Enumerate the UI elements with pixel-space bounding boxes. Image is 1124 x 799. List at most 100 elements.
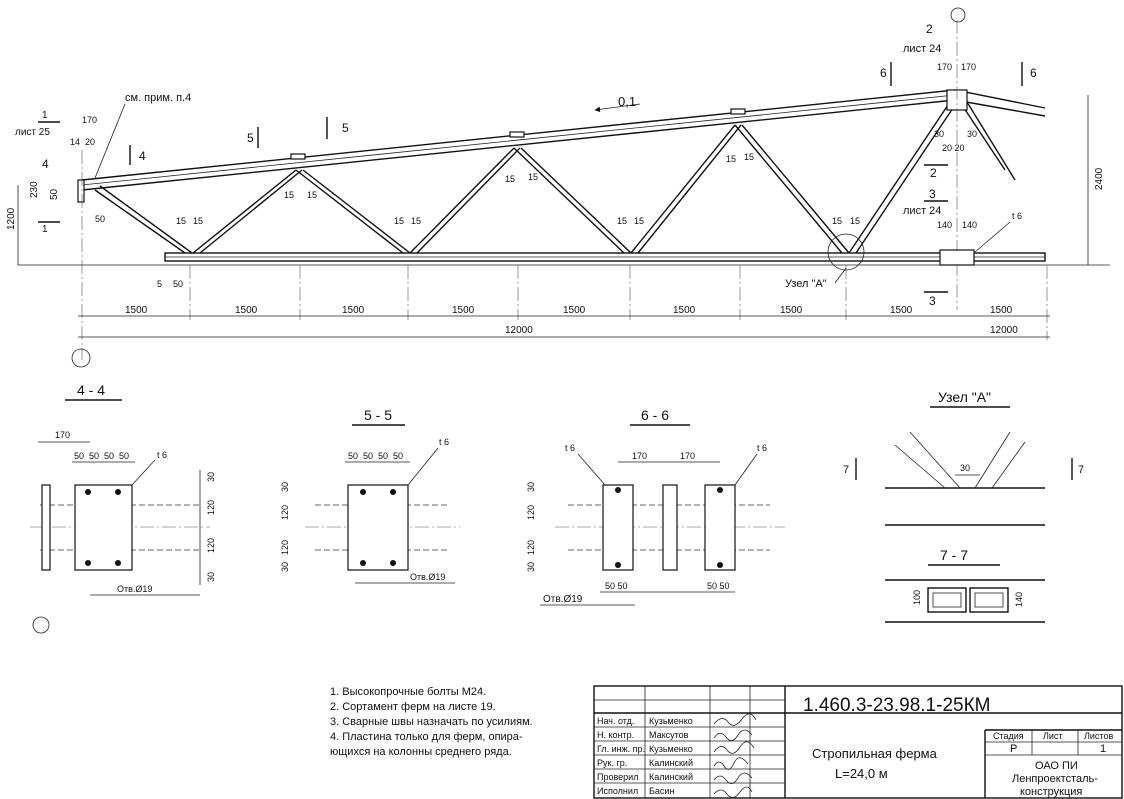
ridge-cut-num: 2: [926, 22, 933, 36]
node-a-cut-left: 7: [843, 464, 849, 476]
node-a-title: Узел "А": [938, 389, 991, 405]
ridge-dim-170-right: 170: [961, 62, 976, 72]
s44-side-120-b: 120: [206, 538, 216, 553]
s55-dim-50-b: 50: [363, 451, 373, 461]
role-1: Нач. отд.: [597, 716, 634, 726]
s55-plate: t 6: [439, 437, 449, 447]
weld-15-i: 15: [617, 216, 627, 226]
role-5: Проверил: [597, 772, 638, 782]
sec4-mark-left: 4: [42, 157, 49, 171]
panel-dim-5: 1500: [563, 305, 586, 316]
weld-15-g: 15: [505, 174, 515, 184]
drawing-span: L=24,0 м: [835, 766, 888, 781]
val-stage: Р: [1010, 743, 1017, 755]
height-right: 2400: [1094, 167, 1105, 190]
drawing-code: 1.460.3-23.98.1-25КМ: [803, 695, 990, 716]
note-4: 4. Пластина только для ферм, опира-: [330, 731, 523, 743]
name-1: Кузьменко: [649, 716, 693, 726]
role-2: Н. контр.: [597, 730, 634, 740]
ridge-dim-20: 20 20: [942, 143, 965, 153]
weld-15-l: 15: [744, 152, 754, 162]
s77-right: 140: [1014, 592, 1024, 607]
bottom-splice: [939, 249, 975, 266]
s66-plate-right: t 6: [757, 443, 767, 453]
role-4: Рук. гр.: [597, 758, 627, 768]
section-4-4-title: 4 - 4: [77, 382, 105, 398]
title-block: 1.460.3-23.98.1-25КМ Стропильная ферма L…: [593, 685, 1123, 799]
panel-dim-9: 1500: [990, 305, 1013, 316]
note-3: 3. Сварные швы назначать по усилиям.: [330, 716, 533, 728]
weld-15-f: 15: [411, 216, 421, 226]
name-5: Калинский: [649, 772, 693, 782]
sec5-mark-left: 5: [247, 131, 254, 145]
note-2: 2. Сортамент ферм на листе 19.: [330, 701, 496, 713]
bottom-cut-sheet: лист 24: [903, 205, 941, 217]
s55-side-30-a: 30: [280, 482, 290, 492]
axis-marker-ridge: [950, 7, 966, 23]
axis-marker-bottom: [32, 616, 50, 634]
sec6-mark-right: 6: [1030, 66, 1037, 80]
name-4: Калинский: [649, 758, 693, 768]
s55-dim-50-d: 50: [393, 451, 403, 461]
left-cut-num: 1: [42, 110, 48, 121]
panel-dim-6: 1500: [673, 305, 696, 316]
section-7-7: 7 - 7 100 140: [885, 547, 1045, 623]
node-a-gap: 30: [960, 463, 970, 473]
hdr-stage: Стадия: [993, 731, 1024, 741]
splice-plate: t 6: [1012, 211, 1022, 221]
end-dim-50: 50: [49, 188, 60, 200]
dim-50-end: 50: [95, 214, 105, 224]
s66-side-30-b: 30: [526, 562, 536, 572]
note-1: 1. Высокопрочные болты М24.: [330, 686, 486, 698]
left-cut-num-bottom: 1: [42, 224, 48, 235]
hdr-sheet: Лист: [1043, 731, 1063, 741]
axis-marker-left: [71, 348, 91, 368]
weld-15-d: 15: [307, 190, 317, 200]
weld-15-b: 15: [193, 216, 203, 226]
s44-side-30-b: 30: [206, 572, 216, 582]
s66-side-30-a: 30: [526, 482, 536, 492]
total-dim-left: 12000: [505, 325, 533, 336]
name-2: Максутов: [649, 730, 689, 740]
s44-side-30-a: 30: [206, 472, 216, 482]
slope-label: 0,1: [618, 94, 636, 109]
panel-dim-4: 1500: [452, 305, 475, 316]
weld-15-m: 15: [832, 216, 842, 226]
dim-20: 20: [85, 137, 95, 147]
web-members: [94, 101, 1016, 254]
panel-dim-1: 1500: [125, 305, 148, 316]
s55-side-30-b: 30: [280, 562, 290, 572]
height-end: 230: [29, 181, 40, 198]
weld-15-n: 15: [850, 216, 860, 226]
splice-dim-140-right: 140: [962, 220, 977, 230]
panel-dim-7: 1500: [780, 305, 803, 316]
dim-14: 14: [70, 137, 80, 147]
hdr-sheets: Листов: [1084, 731, 1113, 741]
dim-5: 5: [157, 279, 162, 289]
notes: 1. Высокопрочные болты М24. 2. Сортамент…: [330, 686, 533, 758]
signatures: [713, 713, 757, 798]
ridge-dim-30-left: 30: [934, 129, 944, 139]
ridge-dim-170-left: 170: [937, 62, 952, 72]
height-left: 1200: [6, 207, 17, 230]
ridge-cut-sheet: лист 24: [903, 43, 941, 55]
note-5: ющихся на колонны среднего ряда.: [330, 746, 512, 758]
truss-elevation: 1500 1500 1500 1500 1500 1500 1500 1500 …: [6, 7, 1110, 368]
drawing-name: Стропильная ферма: [812, 746, 938, 761]
weld-15-a: 15: [176, 216, 186, 226]
bottom-cut-num-bottom: 3: [929, 294, 936, 308]
s55-hole: Отв.Ø19: [410, 572, 445, 582]
weld-15-j: 15: [634, 216, 644, 226]
sec4-mark-right: 4: [139, 149, 146, 163]
role-6: Исполнил: [597, 786, 638, 796]
bottom-cut-num: 3: [929, 187, 936, 201]
panel-dim-8: 1500: [890, 305, 913, 316]
s66-side-120-b: 120: [526, 540, 536, 555]
s44-dim-50-d: 50: [119, 451, 129, 461]
panel-dim-2: 1500: [235, 305, 258, 316]
section-5-5-title: 5 - 5: [364, 407, 392, 423]
node-a-cut-right: 7: [1078, 464, 1084, 476]
s44-side-120-a: 120: [206, 500, 216, 515]
section-4-4: 4 - 4 170 50 50 50 50 t 6 30 120 120 30 …: [30, 382, 216, 596]
